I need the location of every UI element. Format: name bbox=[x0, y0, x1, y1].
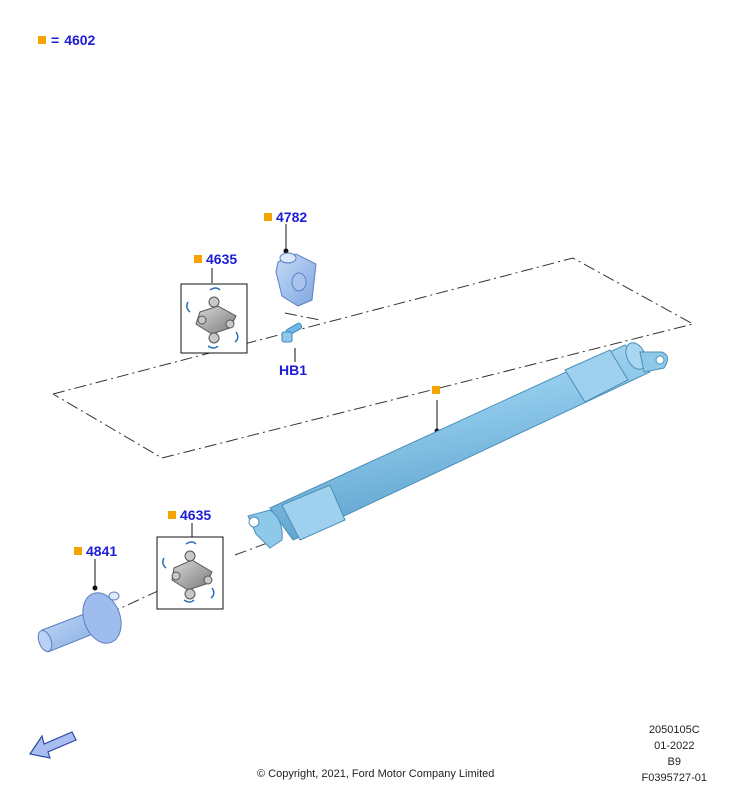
callout-ujoint-upper: 4635 bbox=[194, 251, 237, 267]
stub-shaft-part bbox=[37, 591, 122, 653]
back-arrow-icon[interactable] bbox=[28, 726, 78, 760]
bolt-part bbox=[281, 322, 303, 343]
ujoint-kit-upper bbox=[180, 283, 248, 354]
legend: = 4602 bbox=[38, 32, 95, 48]
legend-equals: = bbox=[51, 32, 60, 48]
callout-label: 4841 bbox=[86, 543, 118, 559]
figure-date: 01-2022 bbox=[654, 740, 695, 752]
leader-lines bbox=[92, 224, 440, 591]
legend-part-number: 4602 bbox=[64, 32, 96, 48]
figure-code: 2050105C bbox=[648, 724, 700, 736]
callout-yoke-flange: 4782 bbox=[264, 209, 307, 225]
ujoint-kit-lower bbox=[156, 536, 224, 610]
figure-revision: B9 bbox=[667, 756, 681, 768]
callout-label: 4635 bbox=[180, 507, 212, 523]
square-marker-icon bbox=[432, 386, 440, 394]
square-marker-icon bbox=[38, 36, 46, 44]
assembly-guide-lines bbox=[52, 257, 695, 615]
callout-propeller-shaft bbox=[432, 386, 440, 394]
callout-label: 4782 bbox=[276, 209, 308, 225]
square-marker-icon bbox=[194, 255, 202, 263]
square-marker-icon bbox=[168, 511, 176, 519]
square-marker-icon bbox=[74, 547, 82, 555]
copyright-text: © Copyright, 2021, Ford Motor Company Li… bbox=[257, 768, 495, 780]
figure-id: F0395727-01 bbox=[641, 772, 707, 784]
yoke-flange-part bbox=[275, 252, 317, 307]
figure-metadata: 2050105C 01-2022 B9 F0395727-01 bbox=[642, 722, 707, 786]
callout-label: 4635 bbox=[206, 251, 238, 267]
propeller-shaft bbox=[247, 342, 668, 549]
callout-bolt: HB1 bbox=[279, 362, 308, 378]
callout-stub-shaft: 4841 bbox=[74, 543, 117, 559]
callout-ujoint-lower: 4635 bbox=[168, 507, 211, 523]
square-marker-icon bbox=[264, 213, 272, 221]
